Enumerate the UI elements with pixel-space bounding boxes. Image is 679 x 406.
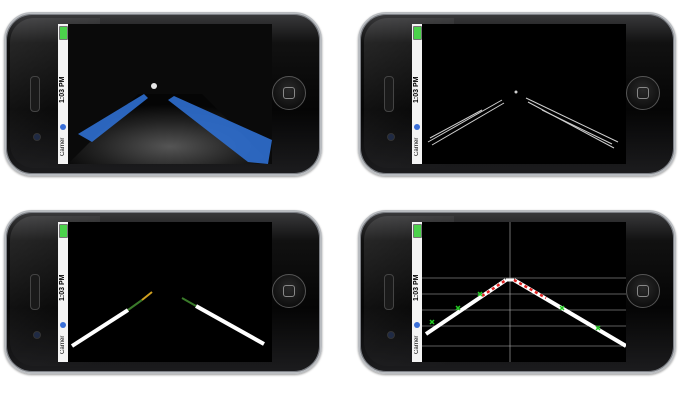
edge-lines-right — [525, 97, 619, 149]
status-bar: 1:03 PM Carrier — [412, 24, 422, 164]
battery-icon — [59, 224, 68, 238]
home-square-icon — [637, 285, 649, 297]
lane-line-right — [512, 278, 626, 348]
phone-frame-edges: 1:03 PM Carrier — [358, 12, 676, 176]
home-square-icon — [283, 285, 295, 297]
speaker-grille — [384, 274, 394, 310]
status-time: 1:03 PM — [59, 76, 66, 104]
home-square-icon — [637, 87, 649, 99]
edge-lines-left — [427, 99, 505, 146]
status-bar: 1:03 PM Carrier — [58, 222, 68, 362]
wifi-icon — [414, 322, 420, 328]
front-camera — [387, 331, 395, 339]
phone-frame-lines: 1:03 PM Carrier — [4, 210, 322, 374]
front-camera — [33, 133, 41, 141]
status-carrier: Carrier — [414, 335, 420, 355]
wifi-icon — [60, 124, 66, 130]
home-button[interactable] — [626, 274, 660, 308]
phone-frame-original: 1:03 PM Carrier — [4, 12, 322, 176]
road-surface — [68, 94, 272, 164]
home-button[interactable] — [272, 76, 306, 110]
screen-original — [68, 24, 272, 164]
phone-frame-vanishing-point: 1:03 PM Carrier — [358, 210, 676, 374]
home-button[interactable] — [272, 274, 306, 308]
front-camera — [387, 133, 395, 141]
lines-view — [68, 222, 272, 362]
camera-view — [68, 24, 272, 164]
edge-view — [422, 24, 626, 164]
speaker-grille — [384, 76, 394, 112]
status-time: 1:03 PM — [413, 76, 420, 104]
edge-vanishing-dot — [514, 90, 518, 94]
status-time: 1:03 PM — [413, 274, 420, 302]
battery-icon — [59, 26, 68, 40]
segment-right-green — [181, 297, 197, 307]
intersection-markers-green — [429, 291, 601, 331]
vanishing-point-view — [422, 222, 626, 362]
speaker-grille — [30, 76, 40, 112]
home-button[interactable] — [626, 76, 660, 110]
battery-icon — [413, 26, 422, 40]
screen-edges — [422, 24, 626, 164]
status-bar: 1:03 PM Carrier — [412, 222, 422, 362]
screen-lines — [68, 222, 272, 362]
status-carrier: Carrier — [60, 335, 66, 355]
front-camera — [33, 331, 41, 339]
home-square-icon — [283, 87, 295, 99]
lane-overlay-right — [168, 96, 272, 164]
detected-line-left — [70, 308, 130, 348]
lane-overlay-left — [78, 94, 148, 142]
wifi-icon — [414, 124, 420, 130]
battery-icon — [413, 224, 422, 238]
wifi-icon — [60, 322, 66, 328]
segment-left-orange — [141, 291, 153, 301]
speaker-grille — [30, 274, 40, 310]
screen-vanishing-point — [422, 222, 626, 362]
headlight — [151, 83, 157, 89]
status-time: 1:03 PM — [59, 274, 66, 302]
detected-line-right — [195, 304, 265, 346]
status-carrier: Carrier — [60, 137, 66, 157]
segment-left-green — [127, 299, 143, 311]
status-bar: 1:03 PM Carrier — [58, 24, 68, 164]
status-carrier: Carrier — [414, 137, 420, 157]
